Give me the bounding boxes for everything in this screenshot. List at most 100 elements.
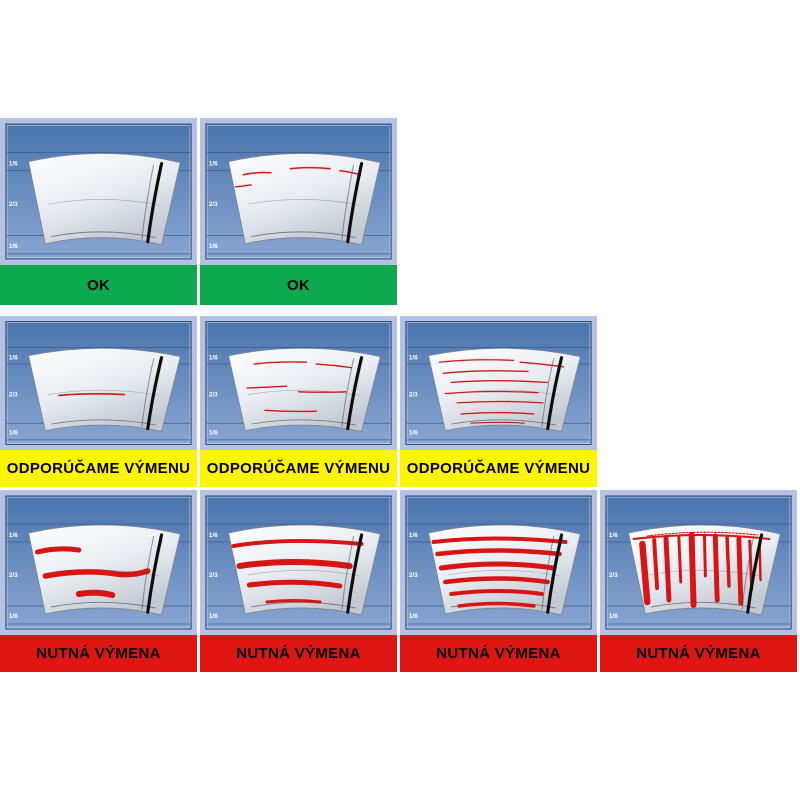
scale-labels: 1/6 2/3 1/6 xyxy=(209,161,218,250)
windshield-panel: 1/6 2/3 1/6 xyxy=(200,316,397,450)
status-label-replace: NUTNÁ VÝMENA xyxy=(0,635,197,672)
windshield-panel: 1/6 2/3 1/6 xyxy=(200,118,397,265)
wiper-blade-icon xyxy=(346,533,364,614)
svg-text:1/6: 1/6 xyxy=(9,429,18,436)
mid-sweep-line xyxy=(248,199,360,206)
windshield-panel: 1/6 2/3 1/6 xyxy=(400,490,597,635)
scale-labels: 1/6 2/3 1/6 xyxy=(609,532,618,620)
scale-labels: 1/6 2/3 1/6 xyxy=(9,355,18,437)
wiper-blade-icon xyxy=(546,356,564,431)
svg-text:1/6: 1/6 xyxy=(9,161,18,168)
wear-streaks xyxy=(34,546,151,598)
wear-cell-3-2: 1/6 2/3 1/6 NUTNÁ VÝMENA xyxy=(200,490,397,672)
svg-text:1/6: 1/6 xyxy=(9,532,18,539)
wiper-blade-icon xyxy=(146,161,164,244)
mid-sweep-line xyxy=(48,199,160,206)
status-label-ok: OK xyxy=(0,265,197,305)
svg-text:1/6: 1/6 xyxy=(209,532,218,539)
svg-text:2/3: 2/3 xyxy=(9,201,18,208)
scale-labels: 1/6 2/3 1/6 xyxy=(209,532,218,620)
svg-text:2/3: 2/3 xyxy=(609,572,618,579)
wiper-blade-shadow xyxy=(141,164,155,240)
scale-labels: 1/6 2/3 1/6 xyxy=(409,532,418,620)
svg-text:2/3: 2/3 xyxy=(409,572,418,579)
wear-cell-3-3: 1/6 2/3 1/6 NUTNÁ VÝMENA xyxy=(400,490,597,672)
status-label-recommend: ODPORÚČAME VÝMENU xyxy=(200,450,397,487)
wiper-blade-icon xyxy=(346,161,364,244)
wiper-blade-shadow xyxy=(141,358,155,427)
wear-cell-2-2: 1/6 2/3 1/6 ODPORÚČAME VÝMENU xyxy=(200,316,397,487)
svg-text:1/6: 1/6 xyxy=(9,613,18,620)
windshield-panel: 1/6 2/3 1/6 xyxy=(0,490,197,635)
wear-cell-1-1: 1/6 2/3 1/6 OK xyxy=(0,118,197,305)
windshield-panel: 1/6 2/3 1/6 xyxy=(400,316,597,450)
wear-streaks xyxy=(231,538,364,604)
status-label-recommend: ODPORÚČAME VÝMENU xyxy=(0,450,197,487)
svg-text:2/3: 2/3 xyxy=(209,572,218,579)
wiper-blade-icon xyxy=(146,533,164,614)
scale-labels: 1/6 2/3 1/6 xyxy=(209,355,218,437)
wiper-blade-shadow xyxy=(341,164,355,240)
svg-text:1/6: 1/6 xyxy=(209,161,218,168)
windshield-graphic: 1/6 2/3 1/6 xyxy=(200,490,397,635)
wiper-blade-icon xyxy=(546,533,564,614)
svg-text:1/6: 1/6 xyxy=(9,355,18,362)
windshield-graphic: 1/6 2/3 1/6 xyxy=(0,118,197,265)
windshield-graphic: 1/6 2/3 1/6 xyxy=(600,490,797,635)
svg-text:1/6: 1/6 xyxy=(209,355,218,362)
wiper-blade-shadow xyxy=(541,358,555,427)
wear-streaks xyxy=(58,392,125,397)
windshield-panel: 1/6 2/3 1/6 xyxy=(600,490,797,635)
svg-text:1/6: 1/6 xyxy=(209,243,218,250)
svg-text:1/6: 1/6 xyxy=(409,532,418,539)
wear-streaks xyxy=(234,166,362,188)
windshield-graphic: 1/6 2/3 1/6 xyxy=(0,490,197,635)
svg-text:2/3: 2/3 xyxy=(409,392,418,399)
windshield-panel: 1/6 2/3 1/6 xyxy=(200,490,397,635)
wiper-blade-icon xyxy=(346,356,364,431)
svg-text:1/6: 1/6 xyxy=(409,429,418,436)
svg-text:2/3: 2/3 xyxy=(9,392,18,399)
windshield-panel: 1/6 2/3 1/6 xyxy=(0,316,197,450)
windshield-panel: 1/6 2/3 1/6 xyxy=(0,118,197,265)
wiper-blade-icon xyxy=(746,533,764,614)
wear-row-1: 1/6 2/3 1/6 OK 1/6 2/3 1/6 OK xyxy=(0,118,397,305)
svg-text:2/3: 2/3 xyxy=(209,392,218,399)
wear-cell-3-1: 1/6 2/3 1/6 NUTNÁ VÝMENA xyxy=(0,490,197,672)
wear-cell-1-2: 1/6 2/3 1/6 OK xyxy=(200,118,397,305)
mid-sweep-line xyxy=(248,569,360,577)
status-label-ok: OK xyxy=(200,265,397,305)
wiper-blade-shadow xyxy=(141,535,155,611)
status-label-replace: NUTNÁ VÝMENA xyxy=(400,635,597,672)
windshield-graphic: 1/6 2/3 1/6 xyxy=(400,316,597,450)
scale-labels: 1/6 2/3 1/6 xyxy=(409,355,418,437)
windshield-graphic: 1/6 2/3 1/6 xyxy=(200,316,397,450)
svg-text:2/3: 2/3 xyxy=(9,572,18,579)
svg-text:2/3: 2/3 xyxy=(209,201,218,208)
status-label-recommend: ODPORÚČAME VÝMENU xyxy=(400,450,597,487)
svg-text:1/6: 1/6 xyxy=(409,355,418,362)
wiper-blade-icon xyxy=(146,356,164,431)
wear-streaks xyxy=(431,536,568,608)
windshield-graphic: 1/6 2/3 1/6 xyxy=(0,316,197,450)
wiper-blade-shadow xyxy=(541,535,555,611)
status-label-replace: NUTNÁ VÝMENA xyxy=(600,635,797,672)
wiper-blade-shadow xyxy=(741,535,755,611)
mid-sweep-line xyxy=(448,569,560,577)
mid-sweep-line xyxy=(248,389,360,396)
wear-cell-2-1: 1/6 2/3 1/6 ODPORÚČAME VÝMENU xyxy=(0,316,197,487)
wiper-blade-shadow xyxy=(341,358,355,427)
scale-labels: 1/6 2/3 1/6 xyxy=(9,161,18,250)
wiper-blade-shadow xyxy=(341,535,355,611)
wear-streaks xyxy=(632,531,771,608)
svg-text:1/6: 1/6 xyxy=(9,243,18,250)
wear-row-2: 1/6 2/3 1/6 ODPORÚČAME VÝMENU 1/6 2/3 1/… xyxy=(0,316,597,487)
status-label-replace: NUTNÁ VÝMENA xyxy=(200,635,397,672)
wear-row-3: 1/6 2/3 1/6 NUTNÁ VÝMENA 1/6 2/3 1/6 NU xyxy=(0,490,797,672)
svg-text:1/6: 1/6 xyxy=(209,613,218,620)
scale-labels: 1/6 2/3 1/6 xyxy=(9,532,18,620)
windshield-graphic: 1/6 2/3 1/6 xyxy=(200,118,397,265)
svg-text:1/6: 1/6 xyxy=(609,613,618,620)
svg-text:1/6: 1/6 xyxy=(209,429,218,436)
